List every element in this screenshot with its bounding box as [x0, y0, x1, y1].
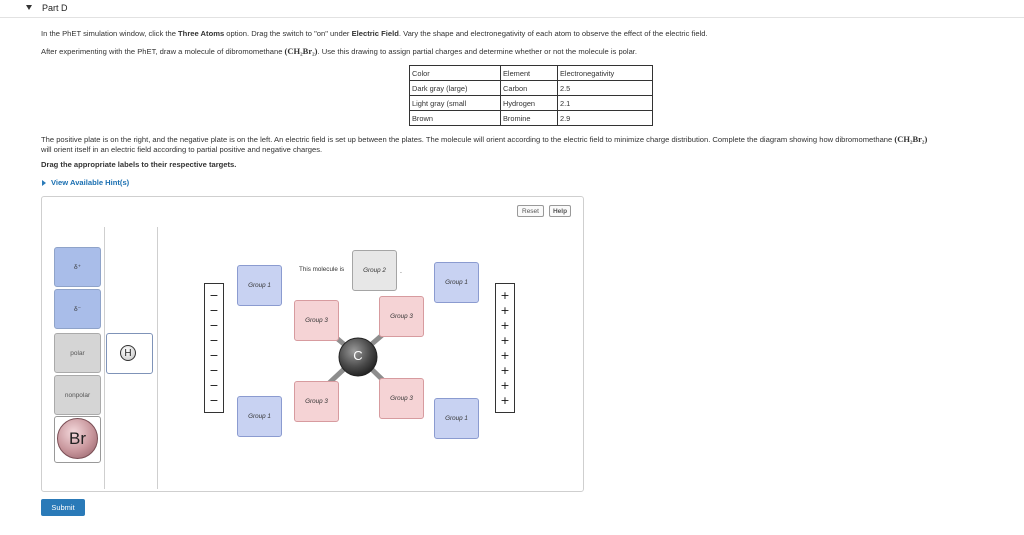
table-cell: Hydrogen	[500, 95, 558, 111]
table-header: Electronegativity	[557, 65, 653, 81]
nonpolar-label[interactable]: nonpolar	[54, 375, 101, 415]
plus-sign: +	[500, 333, 510, 347]
plus-sign: +	[500, 318, 510, 332]
table-header-row: Color Element Electronegativity	[409, 65, 653, 81]
plus-sign: +	[500, 393, 510, 407]
carbon-label: C	[353, 348, 363, 363]
palette-divider	[104, 227, 105, 489]
minus-sign: −	[209, 363, 219, 377]
description-line-1: The positive plate is on the right, and …	[41, 134, 927, 144]
intro-bold: Electric Field	[351, 29, 399, 38]
intro-line-2: After experimenting with the PhET, draw …	[41, 46, 637, 56]
negative-plate: − − − − − − − −	[204, 283, 224, 413]
instruction-text: Drag the appropriate labels to their res…	[41, 160, 237, 169]
intro-line-1: In the PhET simulation window, click the…	[41, 29, 708, 38]
table-cell: Bromine	[500, 110, 558, 126]
help-button[interactable]: Help	[549, 205, 571, 217]
electronegativity-table: Color Element Electronegativity Dark gra…	[409, 65, 653, 126]
target-group-1[interactable]: Group 1	[434, 398, 479, 439]
caret-down-icon[interactable]	[26, 5, 32, 10]
target-group-3[interactable]: Group 3	[379, 378, 424, 419]
palette-divider	[157, 227, 158, 489]
table-cell: 2.9	[557, 110, 653, 126]
table-cell: Dark gray (large)	[409, 80, 501, 96]
view-hints-link[interactable]: View Available Hint(s)	[51, 178, 130, 187]
positive-plate: + + + + + + + +	[495, 283, 515, 413]
plus-sign: +	[500, 378, 510, 392]
intro-text: After experimenting with the PhET, draw …	[41, 47, 285, 56]
statement-period: .	[400, 268, 402, 275]
caret-right-icon[interactable]	[42, 180, 46, 186]
table-cell: 2.5	[557, 80, 653, 96]
minus-sign: −	[209, 348, 219, 362]
reset-button[interactable]: Reset	[517, 205, 544, 217]
description-line-2: will orient itself in an electric field …	[41, 145, 323, 154]
submit-button[interactable]: Submit	[41, 499, 85, 516]
target-group-2[interactable]: Group 2	[352, 250, 397, 291]
chemical-formula: (CH₂Br₂)	[284, 46, 318, 56]
table-header: Element	[500, 65, 558, 81]
plus-sign: +	[500, 288, 510, 302]
minus-sign: −	[209, 303, 219, 317]
intro-text: . Vary the shape and electronegativity o…	[398, 29, 708, 38]
intro-bold: Three Atoms	[178, 29, 225, 38]
table-row: Light gray (small Hydrogen 2.1	[409, 95, 653, 111]
delta-plus-label[interactable]: δ⁺	[54, 247, 101, 287]
plus-sign: +	[500, 363, 510, 377]
polar-label[interactable]: polar	[54, 333, 101, 373]
target-group-1[interactable]: Group 1	[434, 262, 479, 303]
minus-sign: −	[209, 393, 219, 407]
target-group-3[interactable]: Group 3	[379, 296, 424, 337]
target-group-1[interactable]: Group 1	[237, 265, 282, 306]
part-header[interactable]	[0, 0, 1024, 18]
molecule-statement: This molecule is	[299, 266, 345, 273]
bromine-atom[interactable]: Br	[57, 418, 98, 459]
intro-text: In the PhET simulation window, click the	[41, 29, 179, 38]
minus-sign: −	[209, 333, 219, 347]
table-cell: Brown	[409, 110, 501, 126]
target-group-3[interactable]: Group 3	[294, 381, 339, 422]
target-group-3[interactable]: Group 3	[294, 300, 339, 341]
table-cell: Light gray (small	[409, 95, 501, 111]
intro-text: option. Drag the switch to "on" under	[224, 29, 352, 38]
hydrogen-atom[interactable]: H	[120, 345, 136, 361]
plus-sign: +	[500, 303, 510, 317]
intro-text: . Use this drawing to assign partial cha…	[317, 47, 638, 56]
delta-minus-label[interactable]: δ⁻	[54, 289, 101, 329]
part-title: Part D	[42, 3, 68, 13]
minus-sign: −	[209, 378, 219, 392]
table-header: Color	[409, 65, 501, 81]
plus-sign: +	[500, 348, 510, 362]
table-cell: Carbon	[500, 80, 558, 96]
table-row: Brown Bromine 2.9	[409, 110, 653, 126]
table-cell: 2.1	[557, 95, 653, 111]
target-group-1[interactable]: Group 1	[237, 396, 282, 437]
minus-sign: −	[209, 318, 219, 332]
chemical-formula: (CH₂Br₂)	[894, 134, 928, 144]
table-row: Dark gray (large) Carbon 2.5	[409, 80, 653, 96]
minus-sign: −	[209, 288, 219, 302]
description-text: The positive plate is on the right, and …	[41, 135, 895, 144]
